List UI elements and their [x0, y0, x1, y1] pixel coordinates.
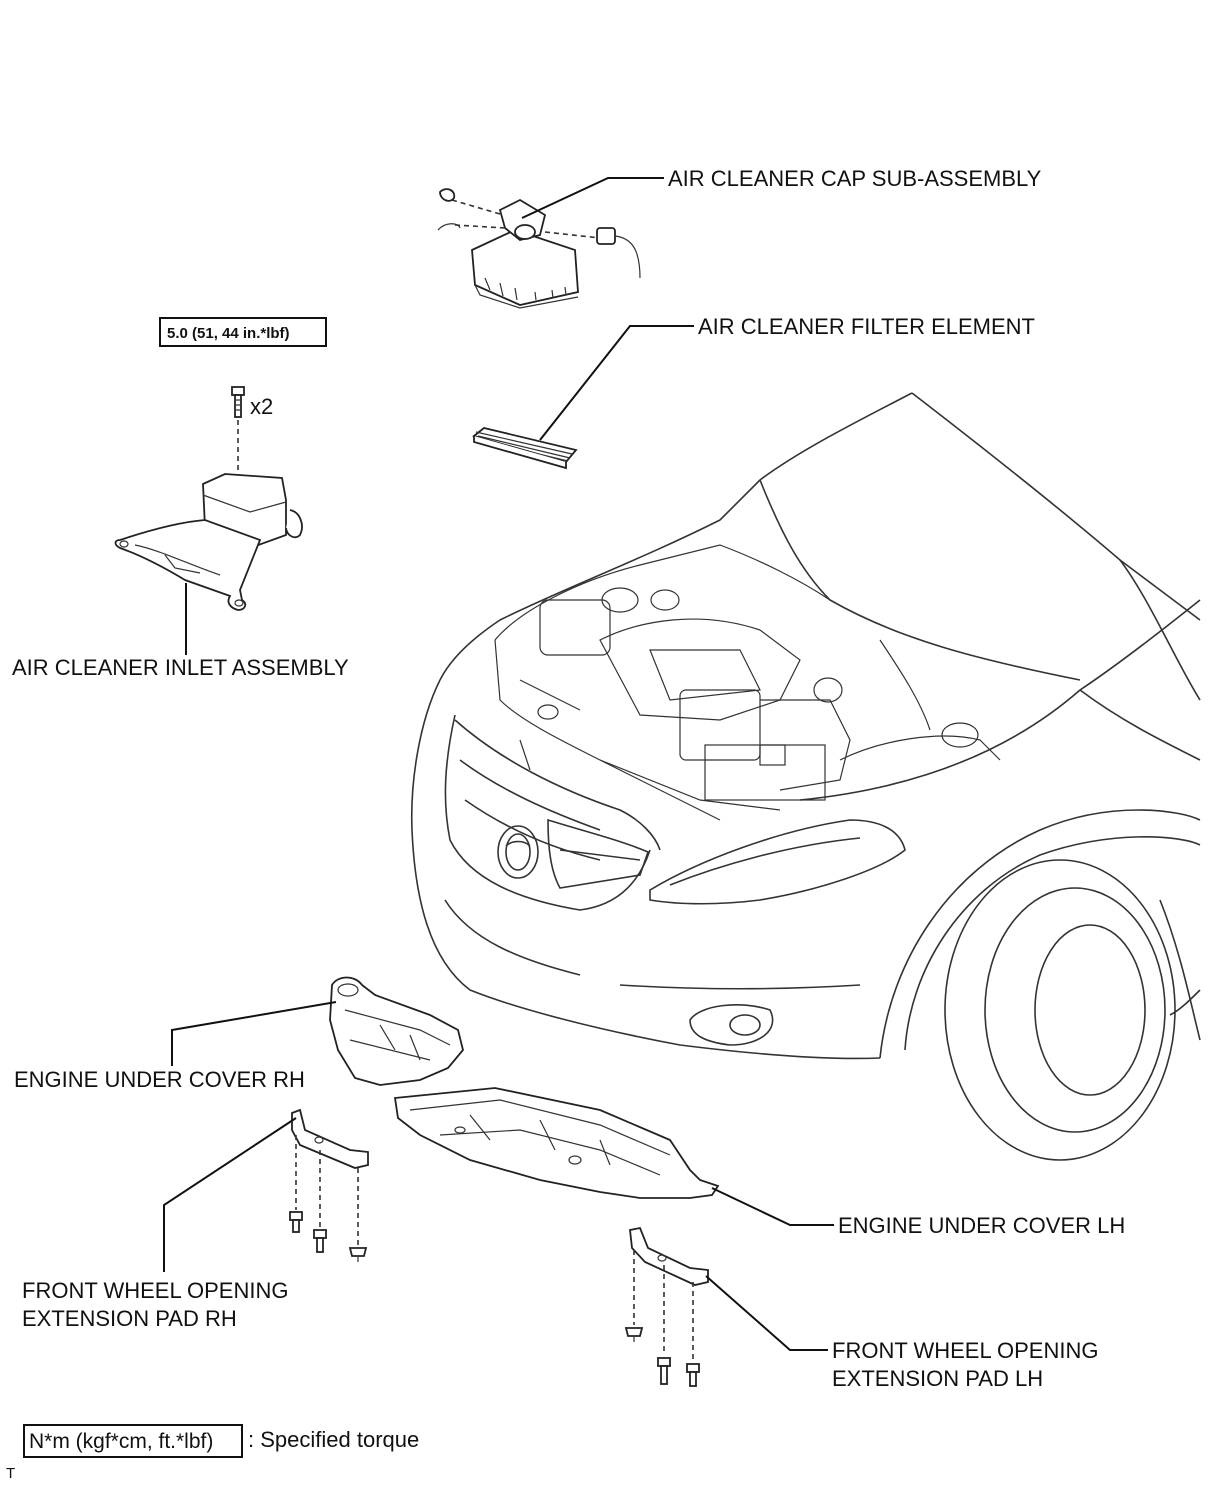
torque-spec-box — [159, 317, 327, 347]
air-cleaner-filter-part — [472, 427, 578, 470]
legend-key-box — [23, 1424, 243, 1458]
front-wheel-pad-lh-part — [629, 1226, 709, 1286]
label-air-cleaner-inlet: AIR CLEANER INLET ASSEMBLY — [12, 655, 349, 680]
pad-lh-clip — [624, 1327, 644, 1342]
label-front-wheel-pad-lh-line2: EXTENSION PAD LH — [832, 1366, 1043, 1391]
leader-air-cleaner-filter — [539, 325, 694, 441]
pad-rh-bolt — [313, 1229, 327, 1253]
pad-lh-bolt — [686, 1363, 700, 1387]
leader-engine-under-cover-rh — [171, 1001, 337, 1066]
pad-lh-bolt — [657, 1357, 671, 1385]
inlet-bolt — [231, 386, 245, 418]
air-cleaner-inlet-part — [114, 473, 303, 611]
leader-front-wheel-pad-lh — [705, 1275, 828, 1351]
legend-description: : Specified torque — [248, 1427, 419, 1452]
torque-spec-value: 5.0 (51, 44 in.*lbf) — [167, 325, 290, 342]
label-air-cleaner-cap: AIR CLEANER CAP SUB-ASSEMBLY — [668, 166, 1042, 191]
car-front-illustration — [410, 392, 1201, 1161]
engine-under-cover-lh-part — [393, 1087, 720, 1199]
leader-engine-under-cover-lh — [711, 1187, 834, 1226]
engine-under-cover-rh-part — [329, 976, 464, 1086]
label-air-cleaner-filter: AIR CLEANER FILTER ELEMENT — [698, 314, 1035, 339]
engine-bay — [494, 544, 1001, 821]
corner-mark: T — [6, 1465, 15, 1482]
leader-air-cleaner-cap — [521, 177, 664, 219]
pad-rh-bolt — [289, 1211, 303, 1233]
label-engine-under-cover-rh: ENGINE UNDER COVER RH — [14, 1067, 305, 1092]
legend-key: N*m (kgf*cm, ft.*lbf) — [29, 1430, 213, 1453]
front-wheel-pad-rh-part — [291, 1108, 369, 1169]
label-front-wheel-pad-rh-line1: FRONT WHEEL OPENING — [22, 1278, 288, 1303]
label-engine-under-cover-lh: ENGINE UNDER COVER LH — [838, 1213, 1125, 1238]
bolt-quantity: x2 — [250, 394, 273, 419]
label-front-wheel-pad-lh-line1: FRONT WHEEL OPENING — [832, 1338, 1098, 1363]
pad-rh-clip — [348, 1247, 368, 1262]
air-cleaner-cap-part — [437, 188, 641, 309]
leader-front-wheel-pad-rh — [163, 1117, 297, 1272]
label-front-wheel-pad-rh-line2: EXTENSION PAD RH — [22, 1306, 237, 1331]
